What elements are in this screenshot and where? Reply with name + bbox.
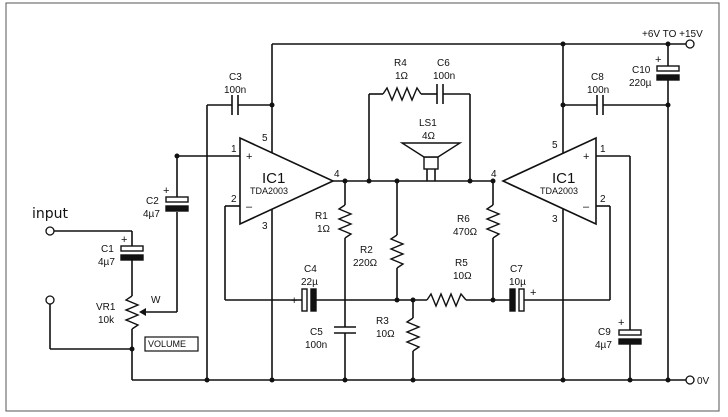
r2 xyxy=(389,178,405,303)
c3-value: 100n xyxy=(224,85,246,96)
c1-ref: C1 xyxy=(101,244,114,255)
c9-ref: C9 xyxy=(598,327,611,338)
ic-left-pin3: 3 xyxy=(262,221,268,232)
r1-value: 1Ω xyxy=(317,224,331,235)
c5-value: 100n xyxy=(305,340,327,351)
c8-value: 100n xyxy=(587,85,609,96)
ic-right-pin4: 4 xyxy=(491,169,497,180)
c7-plus: + xyxy=(530,287,536,299)
ic-right-pin3: 3 xyxy=(552,214,558,225)
r5-ref: R5 xyxy=(455,258,468,269)
r2-ref: R2 xyxy=(360,245,373,256)
ground-terminal xyxy=(685,375,695,385)
c10-plus: + xyxy=(655,54,661,66)
volume-box xyxy=(144,336,199,352)
input-section xyxy=(45,156,199,380)
r6 xyxy=(485,178,501,300)
c4-ref: C4 xyxy=(304,264,317,275)
supply-terminal xyxy=(685,39,695,49)
input-ground-terminal xyxy=(45,295,55,305)
svg-text:–: – xyxy=(583,201,590,213)
c2-value: 4µ7 xyxy=(143,209,160,220)
c10-value: 220µ xyxy=(629,78,652,89)
c2-plus: + xyxy=(163,185,169,197)
ic-left-pin5: 5 xyxy=(262,133,268,144)
ic-right-pin2: 2 xyxy=(600,194,606,205)
r4-c6 xyxy=(366,84,473,184)
c10 xyxy=(656,41,680,380)
r5-c7 xyxy=(426,288,610,312)
svg-text:–: – xyxy=(246,201,253,213)
vr1-ref: VR1 xyxy=(96,302,116,313)
c9-value: 4µ7 xyxy=(595,340,612,351)
r1-ref: R1 xyxy=(315,211,328,222)
speaker-ls1 xyxy=(399,142,463,181)
vr1-value: 10k xyxy=(98,315,115,326)
r6-ref: R6 xyxy=(457,214,470,225)
r3-value: 10Ω xyxy=(376,329,395,340)
c1-plus: + xyxy=(121,234,127,246)
ic-left-pin4: 4 xyxy=(334,169,340,180)
ic-left-pin2: 2 xyxy=(231,194,237,205)
ic-left: + – xyxy=(177,44,493,380)
c2-ref: C2 xyxy=(146,196,159,207)
r4-value: 1Ω xyxy=(395,71,409,82)
ls1-ref: LS1 xyxy=(419,118,437,129)
r5-value: 10Ω xyxy=(453,271,472,282)
ic-left-name: IC1 xyxy=(262,170,285,187)
c8 xyxy=(560,95,671,115)
c7-ref: C7 xyxy=(510,264,523,275)
c3-ref: C3 xyxy=(229,72,242,83)
ic-right-part: TDA2003 xyxy=(540,186,578,196)
frame xyxy=(5,2,720,412)
ic-right: + – xyxy=(501,44,631,380)
input-terminal xyxy=(45,226,55,236)
svg-text:+: + xyxy=(246,151,252,163)
c7-value: 10µ xyxy=(509,277,526,288)
r3 xyxy=(405,297,421,380)
ic-left-part: TDA2003 xyxy=(250,186,288,196)
input-label: input xyxy=(32,206,69,222)
r3-ref: R3 xyxy=(376,316,389,327)
c4-value: 22µ xyxy=(301,277,318,288)
c10-ref: C10 xyxy=(632,65,651,76)
volume-label: VOLUME xyxy=(148,339,186,349)
r6-value: 470Ω xyxy=(453,227,478,238)
c1-value: 4µ7 xyxy=(98,257,115,268)
supply-rail xyxy=(272,39,695,49)
c5-ref: C5 xyxy=(310,327,323,338)
ls1-value: 4Ω xyxy=(422,131,436,142)
junction-dots xyxy=(174,41,671,383)
ic-right-pin5: 5 xyxy=(552,140,558,151)
c9-plus: + xyxy=(618,317,624,329)
svg-text:+: + xyxy=(583,151,589,163)
supply-label: +6V TO +15V xyxy=(642,29,703,40)
c3 xyxy=(206,95,275,380)
c9 xyxy=(618,320,642,380)
r2-value: 220Ω xyxy=(353,258,378,269)
c6-ref: C6 xyxy=(437,58,450,69)
c4-plus: + xyxy=(291,295,297,307)
c4 xyxy=(225,288,427,312)
ic-left-pin1: 1 xyxy=(231,144,237,155)
r1-c5 xyxy=(334,178,356,380)
ground-label: 0V xyxy=(697,376,710,387)
r4-ref: R4 xyxy=(394,58,407,69)
ic-right-name: IC1 xyxy=(552,170,575,187)
c8-ref: C8 xyxy=(591,72,604,83)
vr1-wiper-label: W xyxy=(151,295,161,306)
ic-right-pin1: 1 xyxy=(600,144,606,155)
c6-value: 100n xyxy=(433,71,455,82)
